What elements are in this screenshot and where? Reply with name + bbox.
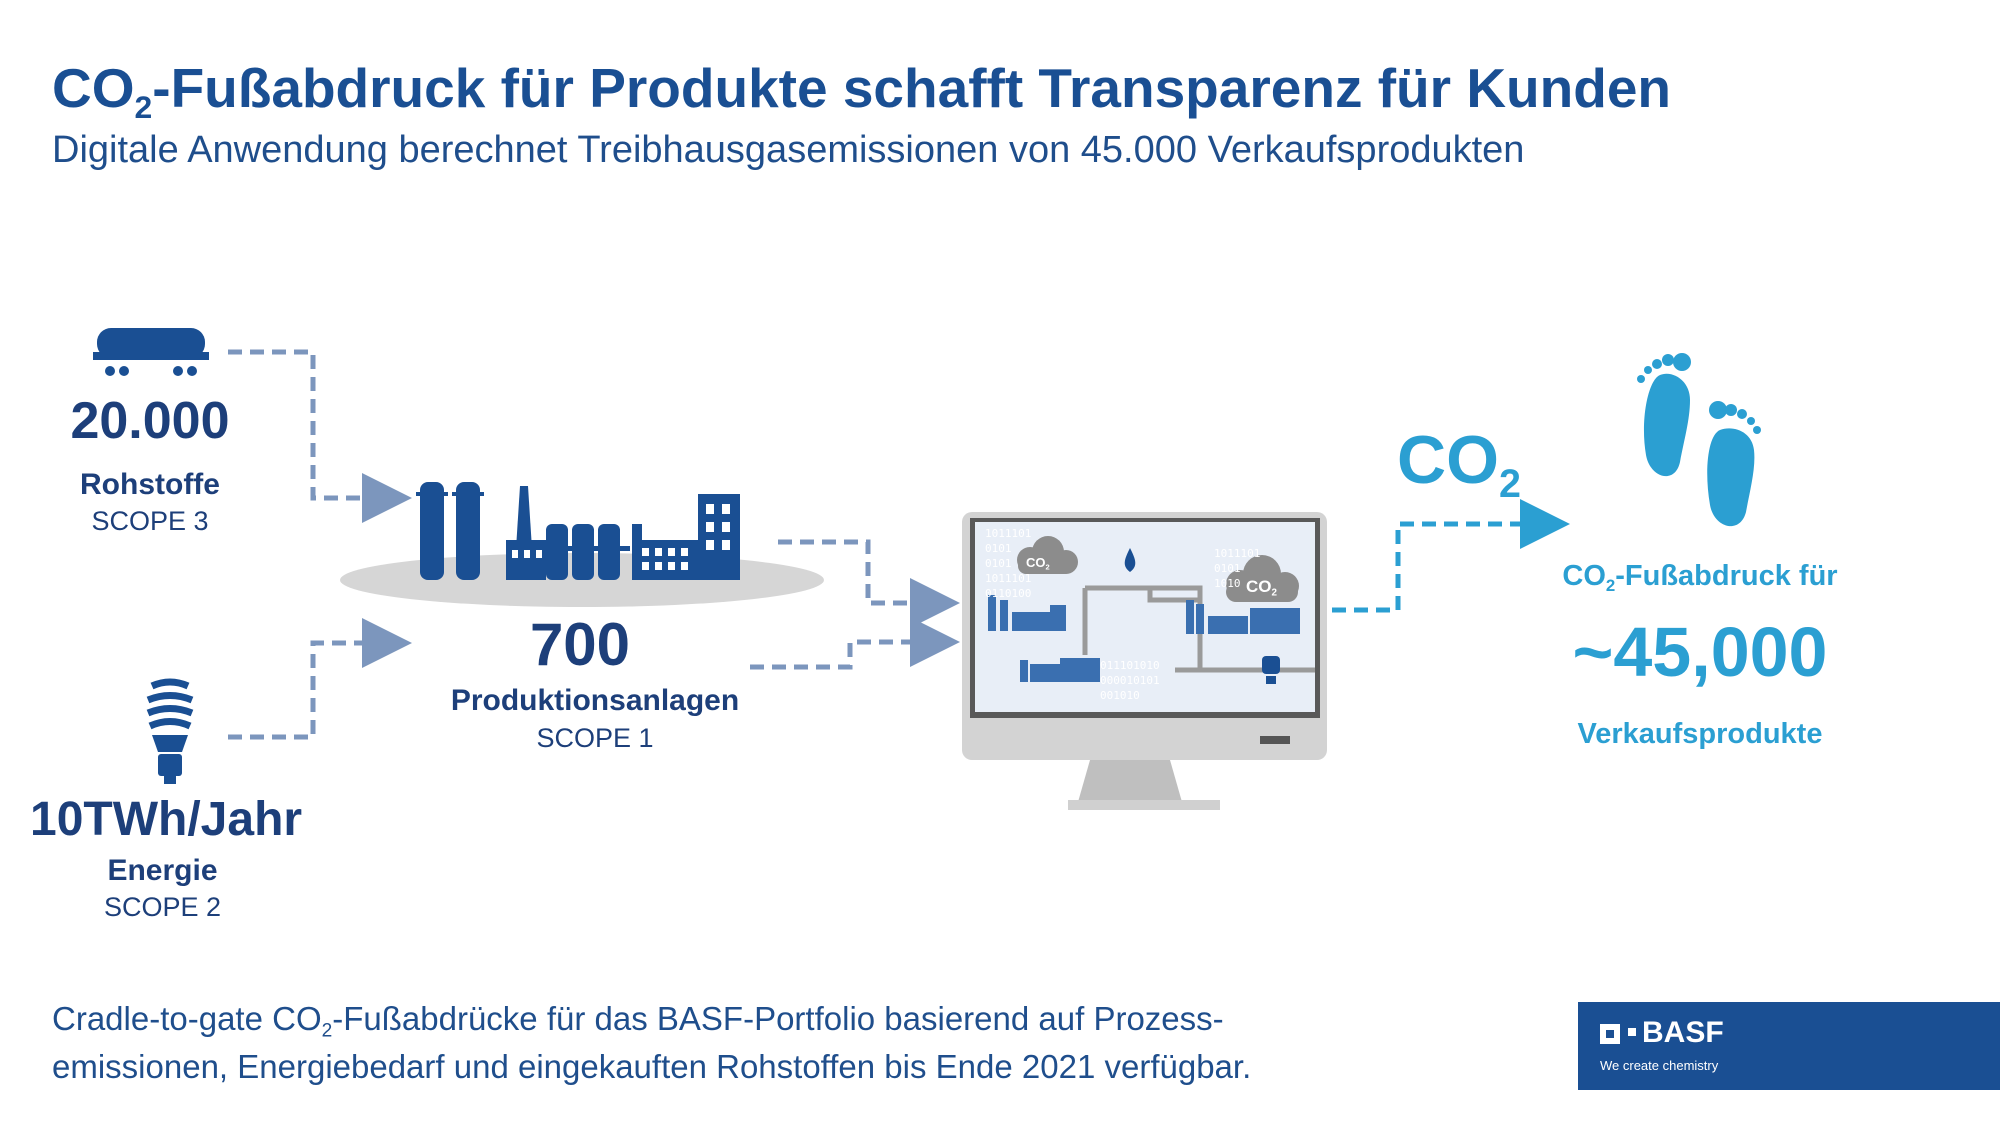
screen-co2-tag-left: CO2 [1026, 555, 1050, 572]
factory-icon [340, 482, 824, 607]
screen-binary-bottom: 011101010 000010101 001010 [1100, 659, 1160, 702]
page-subtitle: Digitale Anwendung berechnet Treibhausga… [52, 129, 1525, 171]
screen-co2-tag-right: CO2 [1246, 577, 1277, 599]
flow-arrows [228, 349, 960, 740]
co2-output-label: CO2 [1397, 422, 1521, 506]
brand-tagline: We create chemistry [1600, 1058, 1719, 1073]
computer-monitor-icon [962, 512, 1327, 810]
plants-label: Produktionsanlagen [450, 684, 740, 717]
tank-wagon-icon [93, 328, 209, 376]
page-title: CO2-Fußabdruck für Produkte schafft Tran… [52, 57, 1672, 126]
screen-binary-right: 1011101 0101 1010 [1214, 547, 1261, 590]
energy-label: Energie [107, 854, 218, 887]
basf-logo: BASF [1600, 1018, 1724, 1048]
footprint-value: ~45,000 [1572, 613, 1828, 691]
logo-dot-icon [1628, 1028, 1636, 1036]
footprint-unit: Verkaufsprodukte [1577, 718, 1823, 750]
brand-banner [1578, 1002, 2000, 1090]
screen-binary-left: 1011101 0101 0101 1011101 0110100 [985, 527, 1032, 600]
energy-bulb-icon [146, 678, 194, 784]
raw-materials-scope: SCOPE 3 [91, 506, 209, 536]
plants-value: 700 [529, 611, 631, 678]
co2-output-arrow [1332, 499, 1570, 613]
energy-value: 10TWh/Jahr [30, 793, 303, 846]
raw-materials-label: Rohstoffe [80, 468, 220, 501]
raw-materials-value: 20.000 [70, 392, 230, 450]
logo-square-icon [1600, 1024, 1620, 1044]
footer-note: Cradle-to-gate CO2-Fußabdrücke für das B… [52, 1000, 1252, 1085]
footprint-label: CO2-Fußabdruck für [1562, 560, 1838, 595]
energy-scope: SCOPE 2 [103, 892, 222, 922]
footprints-icon [1637, 353, 1761, 527]
plants-scope: SCOPE 1 [536, 723, 654, 753]
